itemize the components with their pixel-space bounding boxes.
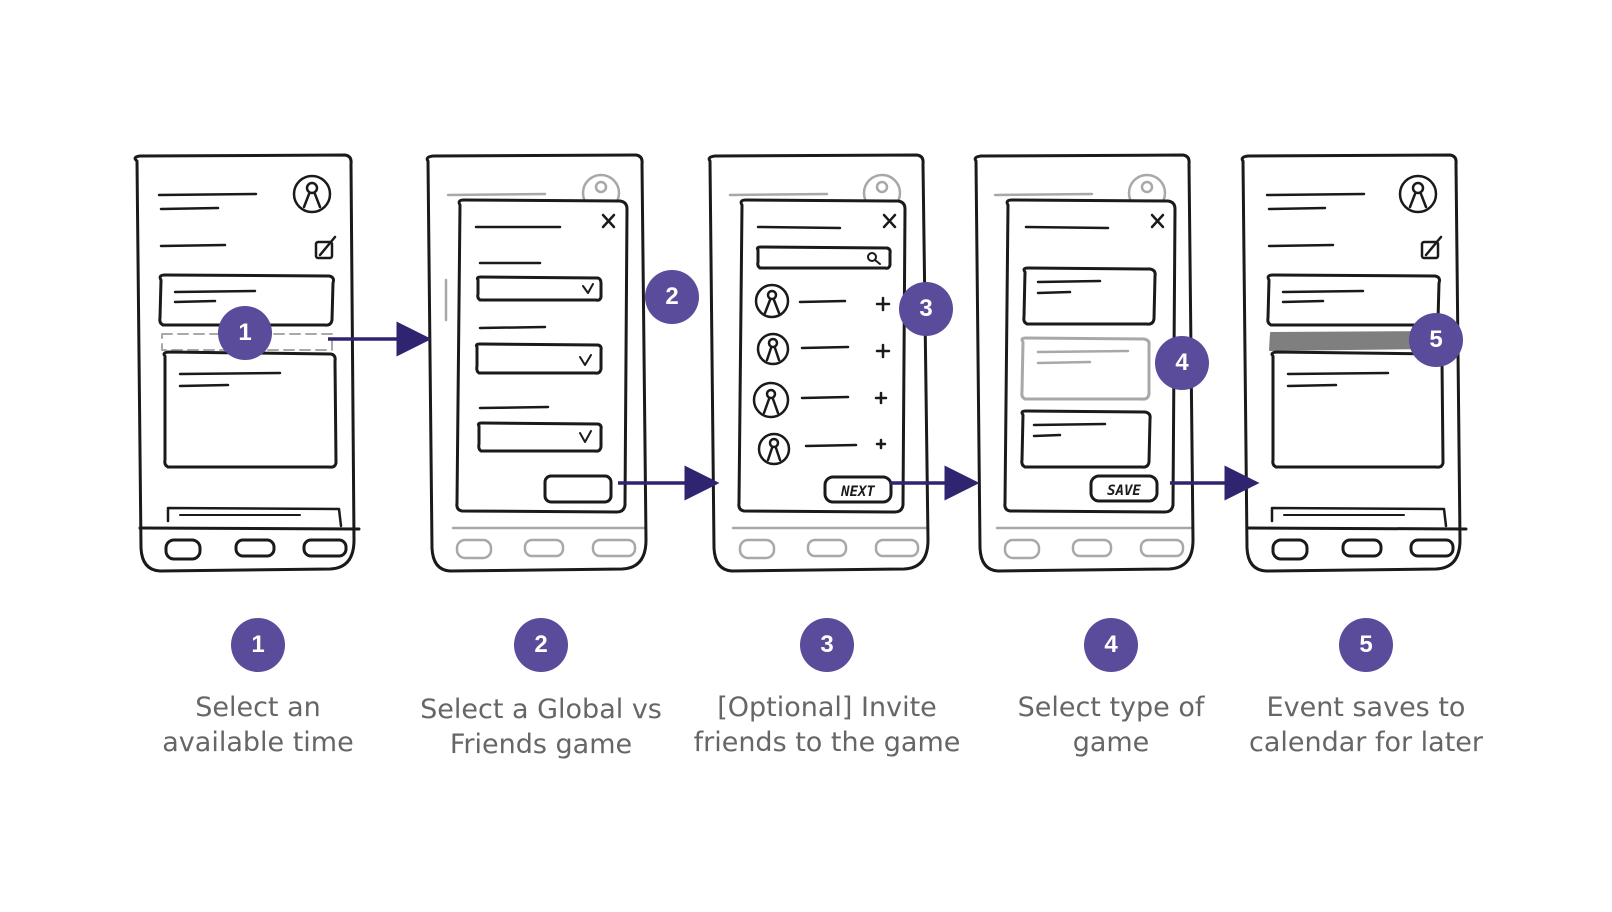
step-badge-1: 1 — [231, 618, 285, 672]
profile-icon — [1398, 174, 1438, 214]
caption-line: friends to the game — [693, 727, 961, 758]
step-badge-3: 3 — [800, 618, 854, 672]
saved-event-block — [1269, 331, 1432, 351]
friends-game-modal — [455, 198, 629, 514]
add-icon — [874, 391, 888, 405]
search-icon — [867, 252, 881, 265]
caption-line: available time — [162, 727, 354, 758]
save-button-label: SAVE — [1107, 483, 1141, 499]
wireframe-storyboard: NEXT — [133, 153, 1468, 573]
phone-step-5 — [1240, 153, 1468, 573]
caption-line: Friends game — [449, 729, 633, 760]
invite-friends-modal — [737, 198, 907, 514]
sketch-step-badge-2: 2 — [645, 270, 699, 324]
phone-step-2 — [425, 153, 648, 573]
add-icon — [875, 438, 887, 450]
caption-line: Event saves to — [1266, 692, 1466, 723]
step-caption-5: Event saves to calendar for later — [1226, 690, 1506, 760]
caption-line: game — [1072, 727, 1150, 758]
caption-line: calendar for later — [1248, 727, 1484, 758]
step-caption-2: Select a Global vs Friends game — [401, 692, 681, 762]
step-badge-5: 5 — [1339, 618, 1393, 672]
close-icon — [1150, 213, 1165, 229]
chevron-down-icon — [579, 354, 592, 366]
sketch-step-badge-4: 4 — [1155, 336, 1209, 390]
chevron-down-icon — [579, 430, 592, 443]
friend-row-4 — [757, 432, 887, 466]
step-caption-1: Select an available time — [118, 690, 398, 760]
friend-row-1 — [754, 283, 891, 319]
friend-row-3 — [752, 381, 888, 419]
step-badge-2: 2 — [514, 618, 568, 672]
close-icon — [601, 213, 616, 229]
profile-icon — [292, 174, 332, 214]
game-type-modal — [1003, 198, 1177, 514]
friend-row-2 — [756, 332, 891, 366]
step-badge-4: 4 — [1084, 618, 1138, 672]
sketch-step-badge-1: 1 — [218, 306, 272, 360]
chevron-down-icon — [582, 283, 594, 294]
close-icon — [882, 213, 897, 229]
edit-icon — [1420, 235, 1443, 260]
add-icon — [875, 343, 891, 359]
phone-step-1 — [133, 153, 361, 573]
caption-line: Select type of — [1017, 692, 1205, 723]
step-caption-4: Select type of game — [971, 690, 1251, 760]
caption-line: Select a Global vs — [420, 694, 662, 725]
phone-step-3: NEXT — [707, 153, 930, 573]
add-icon — [875, 296, 891, 312]
step-caption-3: [Optional] Invite friends to the game — [687, 690, 967, 760]
next-button-label: NEXT — [840, 484, 875, 500]
sketch-step-badge-3: 3 — [899, 282, 953, 336]
edit-icon — [314, 235, 337, 260]
caption-line: [Optional] Invite — [717, 692, 937, 723]
sketch-step-badge-5: 5 — [1409, 313, 1463, 367]
caption-line: Select an — [195, 692, 321, 723]
phone-step-4: SAVE — [973, 153, 1195, 573]
